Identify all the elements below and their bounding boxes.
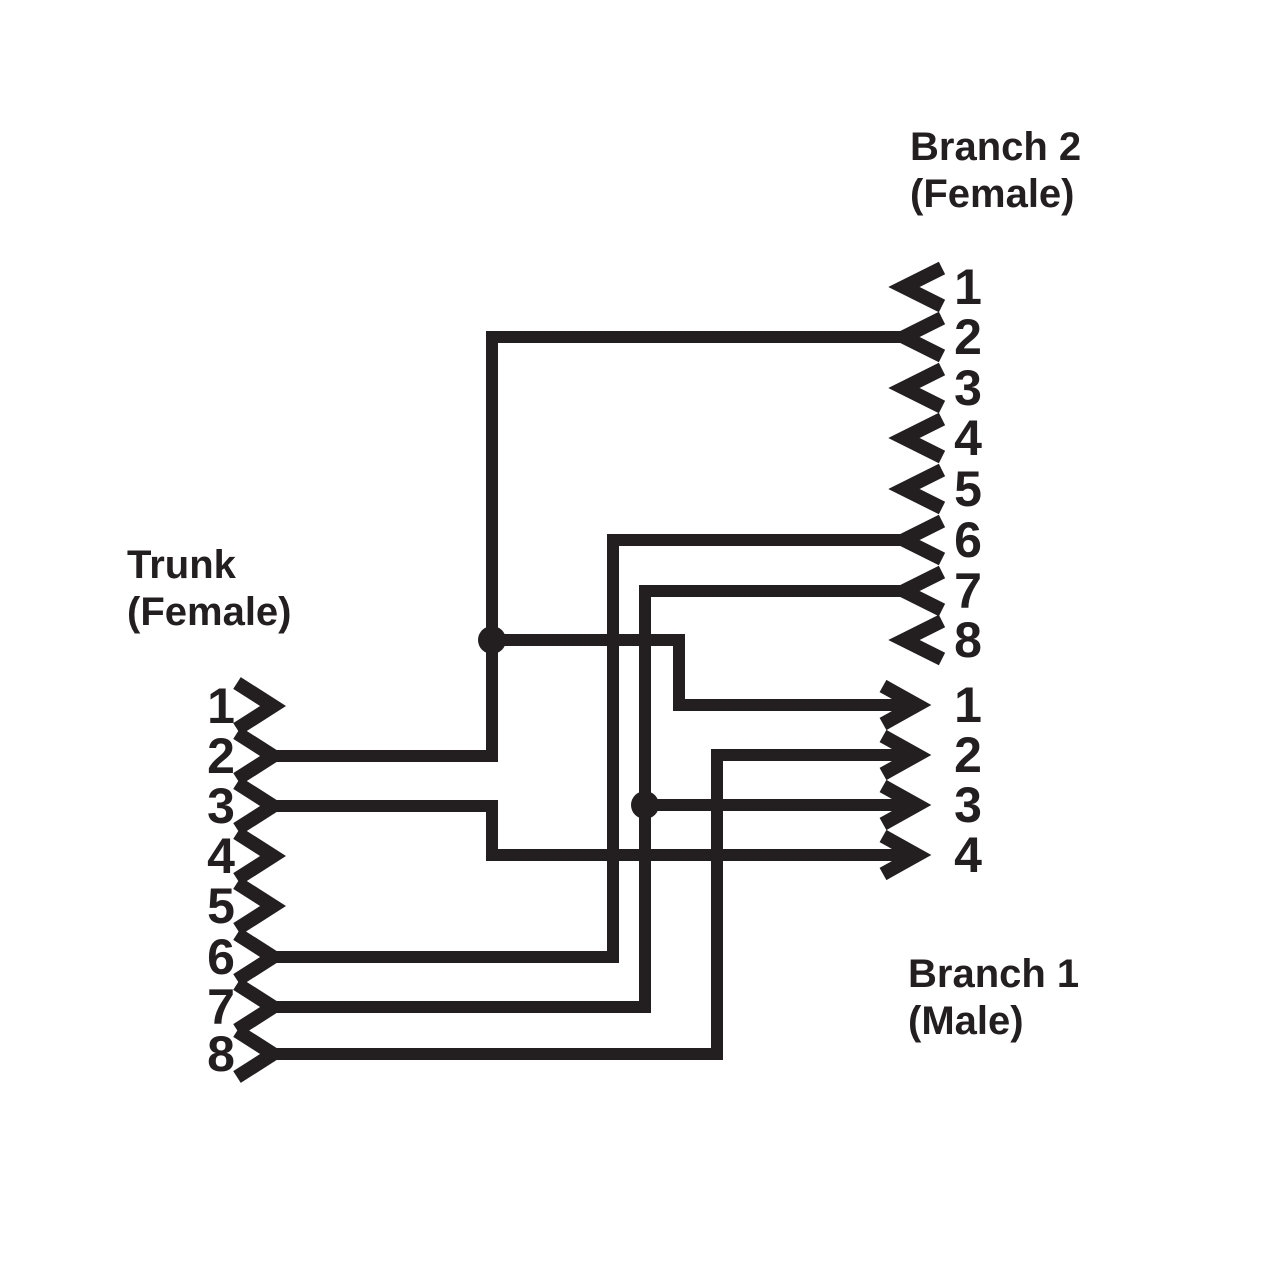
branch1-pin-4-chevron-icon — [879, 829, 932, 881]
branch2-pin-3-chevron-icon — [888, 362, 946, 414]
trunk-pin-8: 8 — [207, 1025, 287, 1083]
trunk-pin-7-number: 7 — [207, 979, 235, 1035]
labels-layer: Trunk (Female) Branch 2 (Female) Branch … — [127, 125, 1081, 1043]
trunk-pin-3-number: 3 — [207, 778, 235, 834]
branch2-pin-7-number: 7 — [954, 563, 982, 619]
branch2-pin-5-chevron-icon — [888, 463, 946, 515]
branch1-pin-3-chevron-icon — [879, 779, 932, 831]
branch2-pin-5: 5 — [888, 461, 982, 517]
trunk-pin-3-chevron-icon — [233, 777, 287, 835]
branch1-pin-4: 4 — [879, 827, 982, 883]
branch2-pin-7: 7 — [888, 563, 982, 619]
branch2-pin-7-chevron-icon — [888, 565, 946, 617]
branch2-pin-1: 1 — [888, 259, 982, 315]
trunk-pin-5-number: 5 — [207, 878, 235, 934]
branch2-pin-8-chevron-icon — [888, 614, 946, 666]
branch2-pin-4: 4 — [888, 410, 982, 466]
branch2-pin-4-number: 4 — [954, 410, 982, 466]
branch1-pin-3: 3 — [879, 777, 982, 833]
trunk-pin-2-number: 2 — [207, 728, 235, 784]
branch1-pin-4-number: 4 — [954, 827, 982, 883]
branch1-pin-3-number: 3 — [954, 777, 982, 833]
branch2-pin-2: 2 — [888, 309, 982, 365]
trunk-pin-6-chevron-icon — [233, 928, 287, 986]
branch2-pin-2-number: 2 — [954, 309, 982, 365]
branch2-pin-8: 8 — [888, 612, 982, 668]
trunk-pin-2-chevron-icon — [233, 727, 287, 785]
branch1-pin-2-chevron-icon — [879, 729, 932, 781]
trunk-pin-8-chevron-icon — [233, 1025, 287, 1083]
branch1-pin-2: 2 — [879, 727, 982, 783]
branch2-pin-3-number: 3 — [954, 360, 982, 416]
branch1-pin-1: 1 — [879, 677, 982, 733]
trunk-pin-2: 2 — [207, 727, 287, 785]
trunk-pin-1-chevron-icon — [233, 677, 287, 735]
trunk-pin-6: 6 — [207, 928, 287, 986]
trunk-pin-3: 3 — [207, 777, 287, 835]
branch2-pin-6-chevron-icon — [888, 514, 946, 566]
wire-trunk6-to-branch2pin6 — [268, 534, 907, 963]
wires-layer — [268, 331, 907, 1060]
branch2-pin-6: 6 — [888, 512, 982, 568]
branch2-pin-8-number: 8 — [954, 612, 982, 668]
branch1-label-line2: (Male) — [908, 999, 1024, 1043]
branch2-pin-5-number: 5 — [954, 461, 982, 517]
trunk-pin-7-chevron-icon — [233, 978, 287, 1036]
junction-dot-1 — [478, 626, 506, 654]
branch2-pin-6-number: 6 — [954, 512, 982, 568]
branch2-pin-1-chevron-icon — [888, 261, 946, 313]
branch2-pin-3: 3 — [888, 360, 982, 416]
branch2-label-line2: (Female) — [910, 172, 1075, 216]
wire-trunk2-to-branch2pin2 — [268, 331, 907, 762]
branch2-pin-2-chevron-icon — [888, 311, 946, 363]
trunk-pin-5-chevron-icon — [233, 877, 287, 935]
junction-dot-2 — [631, 791, 659, 819]
branch1-pin-1-number: 1 — [954, 677, 982, 733]
branch1-pin-1-chevron-icon — [879, 679, 932, 731]
trunk-pin-4: 4 — [207, 827, 287, 885]
trunk-pin-1-number: 1 — [207, 678, 235, 734]
wire-trunk3-to-branch1pin4 — [268, 800, 904, 861]
wire-junction1-to-branch1pin1 — [492, 634, 904, 711]
trunk-pin-7: 7 — [207, 978, 287, 1036]
trunk-label-line2: (Female) — [127, 590, 292, 634]
branch2-label-line1: Branch 2 — [910, 125, 1081, 169]
trunk-pin-4-number: 4 — [207, 828, 235, 884]
wire-trunk8-to-branch1pin2 — [268, 749, 904, 1060]
trunk-pin-6-number: 6 — [207, 929, 235, 985]
branch1-label-line1: Branch 1 — [908, 952, 1079, 996]
trunk-pin-4-chevron-icon — [233, 827, 287, 885]
trunk-pin-8-number: 8 — [207, 1026, 235, 1082]
trunk-label-line1: Trunk — [127, 543, 237, 587]
trunk-pin-1: 1 — [207, 677, 287, 735]
trunk-pin-5: 5 — [207, 877, 287, 935]
branch2-pin-1-number: 1 — [954, 259, 982, 315]
branch2-pin-4-chevron-icon — [888, 412, 946, 464]
branch1-pin-2-number: 2 — [954, 727, 982, 783]
junctions-layer — [478, 626, 659, 819]
